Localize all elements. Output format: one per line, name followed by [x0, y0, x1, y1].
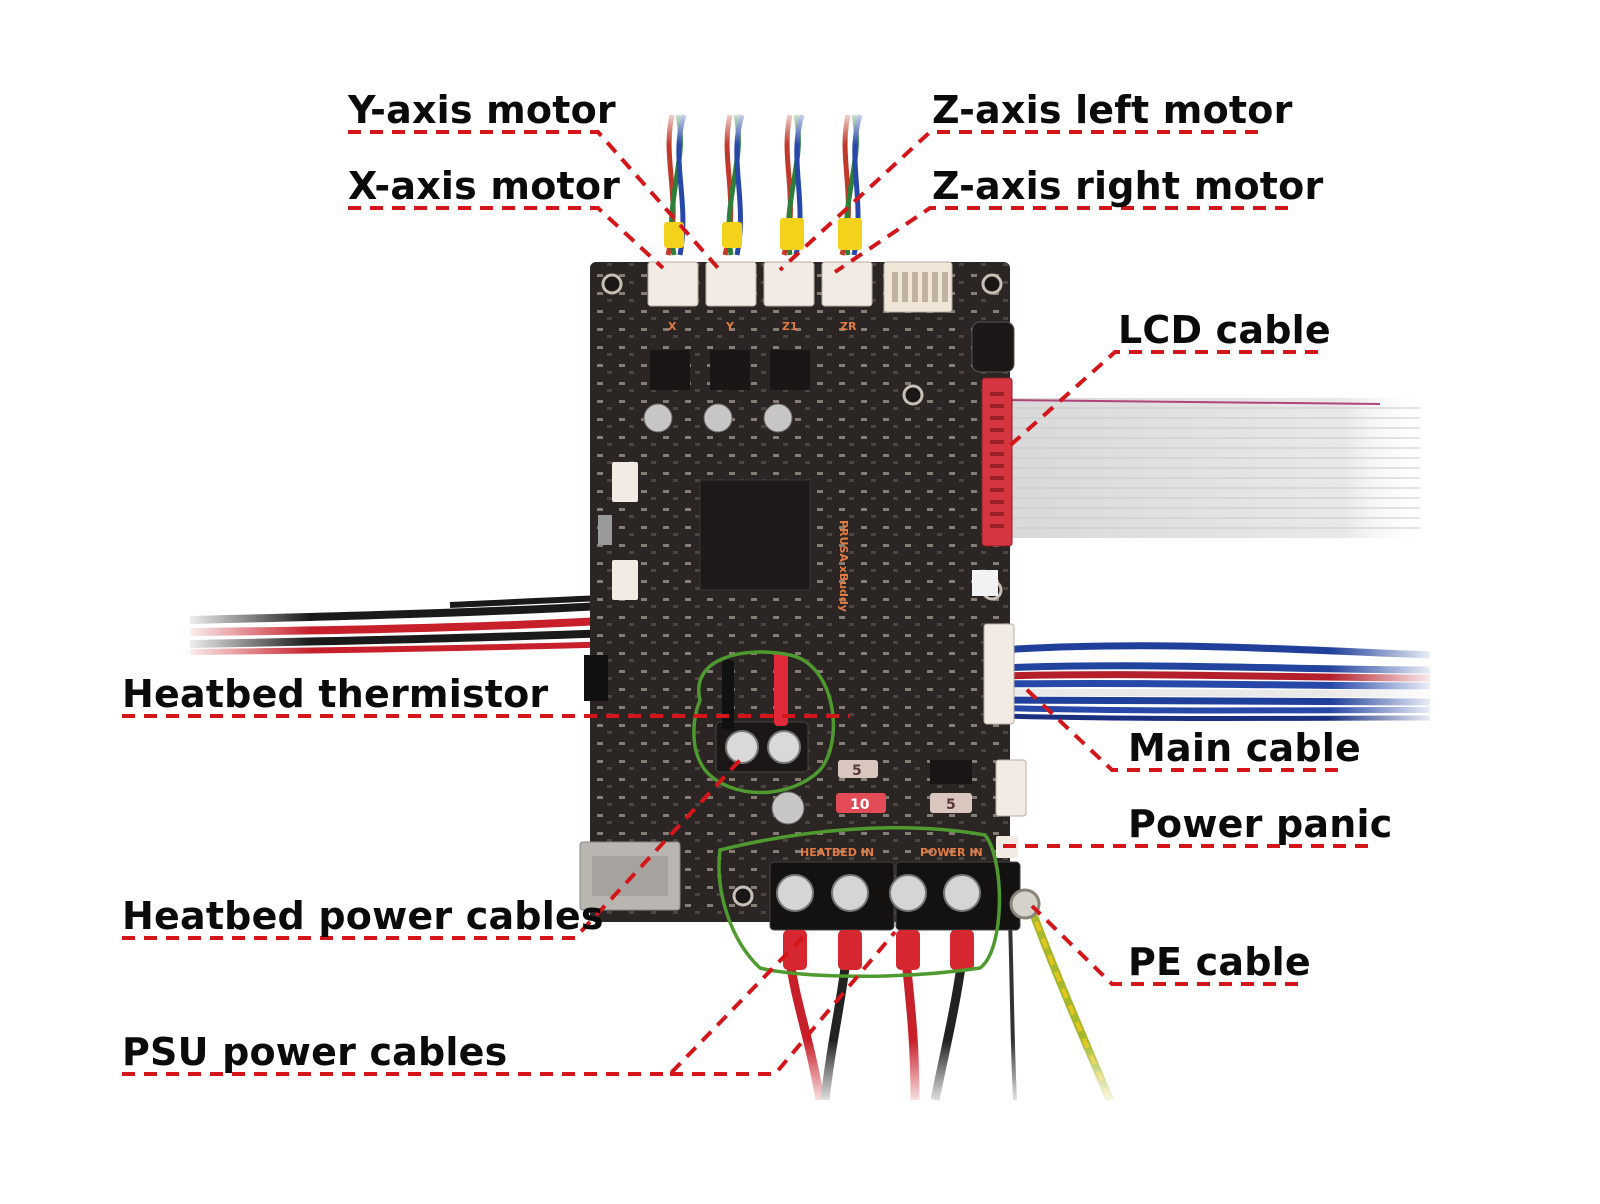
silk-y: Y [725, 320, 735, 333]
silk-zr: ZR [840, 320, 857, 333]
lcd-ribbon-cable [1009, 398, 1430, 538]
fuse-label-3: 5 [946, 797, 956, 813]
label-main-cable: Main cable [1128, 726, 1361, 770]
cable-tag-z1 [780, 218, 804, 250]
label-psu-power-cables: PSU power cables [122, 1030, 508, 1074]
fuse-label-2: 10 [850, 797, 870, 813]
label-x-axis-motor: X-axis motor [348, 164, 621, 208]
silk-z1: Z1 [782, 320, 798, 333]
label-pe-cable: PE cable [1128, 940, 1311, 984]
fuse-label-1: 5 [852, 763, 862, 779]
leader-lines [122, 130, 1368, 1076]
cable-tag-x [664, 222, 684, 248]
cable-tag-y [722, 222, 742, 248]
silk-power-in: POWER IN [920, 846, 983, 859]
highlight-marks [692, 650, 1002, 979]
label-heatbed-thermistor: Heatbed thermistor [122, 672, 549, 716]
motor-cables [600, 105, 900, 256]
label-y-axis-motor: Y-axis motor [348, 88, 616, 132]
silk-heatbed-in: HEATBED IN [800, 846, 874, 859]
main-cable-bundle [999, 630, 1440, 730]
pcb-board: X Y Z1 ZR PRUSA xBuddy [579, 261, 1041, 970]
label-heatbed-power-cables: Heatbed power cables [122, 894, 604, 938]
label-z-axis-right-motor: Z-axis right motor [932, 164, 1324, 208]
board-name: PRUSA xBuddy [837, 520, 850, 612]
label-power-panic: Power panic [1128, 802, 1393, 846]
cable-tag-zr [838, 218, 862, 250]
label-z-axis-left-motor: Z-axis left motor [932, 88, 1293, 132]
silk-x: X [668, 320, 677, 333]
label-lcd-cable: LCD cable [1118, 308, 1331, 352]
power-cables [760, 903, 1140, 1110]
